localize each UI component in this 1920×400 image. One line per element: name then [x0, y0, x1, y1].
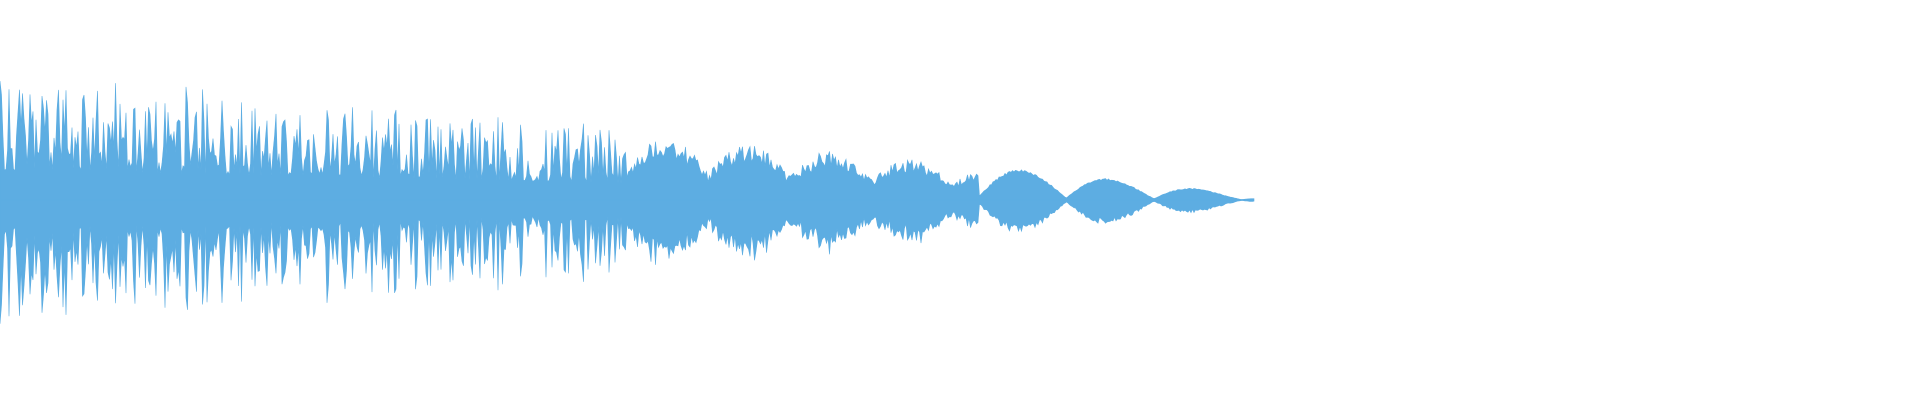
waveform-bars — [0, 80, 1255, 324]
waveform-shape — [0, 80, 1255, 324]
